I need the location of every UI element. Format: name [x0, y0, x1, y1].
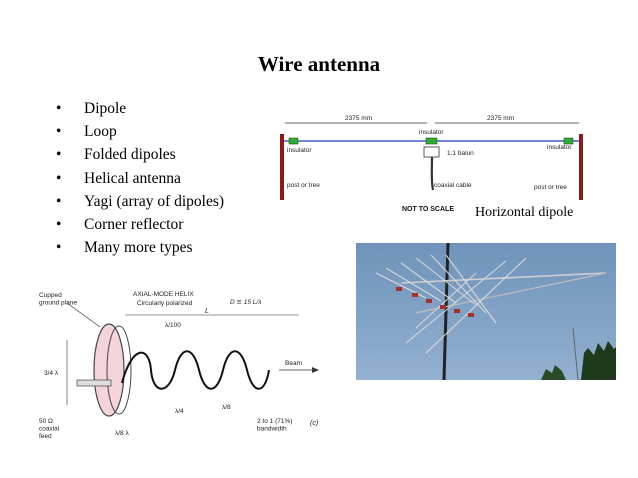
- length-label: L: [205, 308, 209, 315]
- antenna-elements: [375, 254, 527, 354]
- diameter-equation: D ≅ 15 L/λ: [230, 299, 261, 306]
- dipole-diagram: 2375 mm 2375 mm insulator insulator insu…: [280, 115, 583, 213]
- feed-line: coaxial: [39, 426, 60, 433]
- bullet-item: Helical antenna: [56, 167, 224, 190]
- right-insulator-label: insulator: [547, 144, 572, 151]
- ground-plane-cup: [93, 323, 125, 417]
- balun-label: 1:1 balun: [447, 150, 474, 157]
- pitch-b-label: λ/8: [222, 404, 231, 411]
- distant-tower: [572, 327, 579, 380]
- side-dimension-label: 3/4 λ: [44, 370, 59, 377]
- balun-box: [423, 146, 440, 158]
- dipole-caption: Horizontal dipole: [475, 205, 574, 220]
- bandwidth-line: 2 to 1 (71%): [257, 418, 292, 425]
- antenna-elements-red: [396, 287, 474, 317]
- coax-cable: [430, 156, 435, 191]
- helix-coil: [121, 350, 270, 390]
- left-insulator-label: insulator: [287, 147, 312, 154]
- slide-title: Wire antenna: [257, 52, 381, 76]
- spacing-top-label: λ/100: [165, 322, 181, 329]
- right-post: [579, 134, 583, 200]
- sky-background: [356, 243, 616, 380]
- bandwidth-label: 2 to 1 (71%) bandwidth: [257, 418, 294, 433]
- bullet-item: Loop: [56, 120, 224, 143]
- left-length-label: 2375 mm: [345, 115, 372, 122]
- right-post-label: post or tree: [534, 184, 567, 191]
- feed-line: feed: [39, 433, 52, 440]
- right-insulator-icon: [563, 137, 574, 145]
- pitch-a-label: λ/4: [175, 408, 184, 415]
- helix-title: AXIAL-MODE HELIX: [133, 291, 194, 298]
- bullet-item: Yagi (array of dipoles): [56, 190, 224, 213]
- bottom-dimension-label: λ/8 λ: [115, 430, 129, 437]
- yagi-photo: [356, 243, 616, 380]
- left-insulator-icon: [288, 137, 299, 145]
- ground-plane-label: Cupped ground plane: [39, 292, 77, 307]
- feed-connector: [76, 379, 112, 387]
- ground-plane-rim: [106, 325, 132, 415]
- antenna-boom: [400, 272, 607, 284]
- bullet-item: Dipole: [56, 97, 224, 120]
- ground-plane-leader: [66, 302, 101, 328]
- beam-label: Beam: [285, 360, 302, 367]
- feed-label: 50 Ω coaxial feed: [39, 418, 61, 440]
- not-to-scale-label: NOT TO SCALE: [402, 206, 454, 213]
- center-insulator-icon: [425, 137, 438, 145]
- feed-line: 50 Ω: [39, 418, 53, 425]
- ground-plane-line: ground plane: [39, 300, 77, 307]
- left-post: [280, 134, 284, 200]
- left-post-label: post or tree: [287, 182, 320, 189]
- antenna-mast: [442, 243, 450, 380]
- beam-arrow-head: [312, 367, 319, 373]
- bullet-list: Dipole Loop Folded dipoles Helical anten…: [56, 97, 224, 260]
- right-length-label: 2375 mm: [487, 115, 514, 122]
- coax-label: coaxial cable: [434, 182, 472, 189]
- bullet-item: Many more types: [56, 236, 224, 259]
- helix-subtitle: Circularly polarized: [137, 300, 193, 307]
- bandwidth-line: bandwidth: [257, 426, 287, 433]
- center-insulator-label: insulator: [419, 129, 444, 136]
- ground-plane-line: Cupped: [39, 292, 62, 299]
- bullet-item: Corner reflector: [56, 213, 224, 236]
- tree-silhouette: [581, 341, 616, 380]
- bullet-item: Folded dipoles: [56, 143, 224, 166]
- figure-letter-label: (c): [310, 420, 318, 427]
- helix-diagram: AXIAL-MODE HELIX Circularly polarized D …: [39, 291, 319, 440]
- tree-silhouette-left: [541, 365, 566, 380]
- antenna-boom-lower: [415, 272, 607, 314]
